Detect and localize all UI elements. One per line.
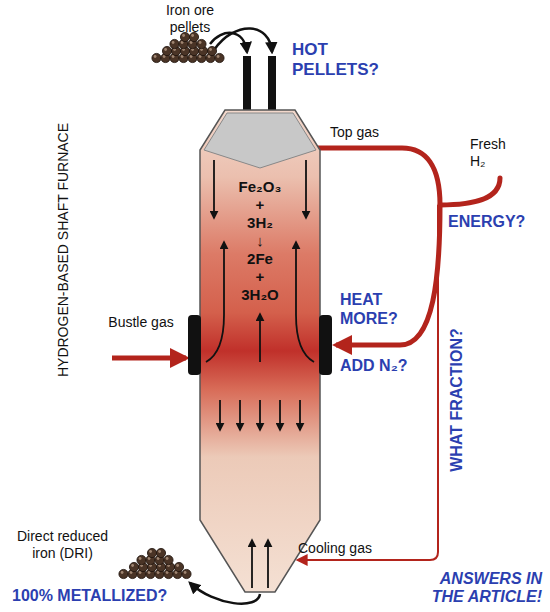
pellet — [147, 548, 156, 557]
flow-arrow — [305, 160, 307, 218]
flow-arrow — [219, 400, 221, 430]
flow-arrow — [279, 400, 281, 430]
reaction-equation: Fe₂O₃ + 3H₂ ↓ 2Fe + 3H₂O — [188, 178, 332, 304]
flow-arrow — [206, 242, 224, 362]
question-label: ADD N₂? — [340, 356, 408, 375]
stream-label: Cooling gas — [298, 540, 372, 557]
pellet — [162, 46, 171, 55]
furnace-top-hood — [204, 113, 316, 168]
recycle-gas-line — [336, 205, 440, 345]
flow-arrow — [251, 540, 253, 588]
feed-arrow — [214, 28, 272, 52]
question-label: 100% METALLIZED? — [12, 586, 167, 605]
flow-arrow — [239, 400, 241, 430]
question-label: WHAT FRACTION? — [447, 328, 466, 472]
output-label: Direct reduced iron (DRI) — [15, 528, 110, 562]
shaft-furnace: Fe₂O₃ + 3H₂ ↓ 2Fe + 3H₂O — [188, 100, 332, 595]
pellet — [164, 555, 173, 564]
pellet — [119, 569, 128, 578]
pellet-pile — [119, 548, 191, 578]
pellet — [197, 39, 206, 48]
question-label: HEAT MORE? — [340, 290, 402, 328]
furnace-title: HYDROGEN-BASED SHAFT FURNACE — [55, 123, 72, 377]
question-label: HOT PELLETS? — [292, 40, 392, 81]
fresh-hydrogen-line — [440, 178, 500, 205]
pellet — [215, 53, 224, 62]
stream-label: Top gas — [330, 124, 379, 141]
flow-arrow — [259, 400, 261, 430]
bustle-belt — [188, 315, 201, 375]
pellet — [156, 548, 165, 557]
note-label: ANSWERS IN THE ARTICLE! — [410, 570, 542, 605]
pellet — [137, 555, 146, 564]
flow-arrow — [267, 540, 269, 588]
flow-arrow — [259, 314, 261, 362]
input-label: Iron ore pellets — [150, 2, 230, 36]
flow-arrow — [296, 242, 314, 362]
pellet — [174, 562, 183, 571]
charging-chute — [268, 56, 276, 118]
pellet — [182, 569, 191, 578]
stream-label: Bustle gas — [105, 314, 177, 331]
flow-arrow — [299, 400, 301, 430]
top-gas-line — [318, 148, 440, 205]
question-label: ENERGY? — [448, 212, 525, 231]
flow-arrow — [213, 160, 215, 218]
pellet — [207, 46, 216, 55]
stream-label: Fresh H₂ — [470, 136, 520, 170]
pellet — [129, 562, 138, 571]
bustle-gas-arrow — [112, 356, 186, 361]
pellet-pile — [152, 32, 224, 62]
charging-chute — [243, 56, 251, 118]
furnace-outline — [188, 100, 332, 595]
bustle-belt — [319, 315, 332, 375]
pellet — [170, 39, 179, 48]
pellet — [152, 53, 161, 62]
